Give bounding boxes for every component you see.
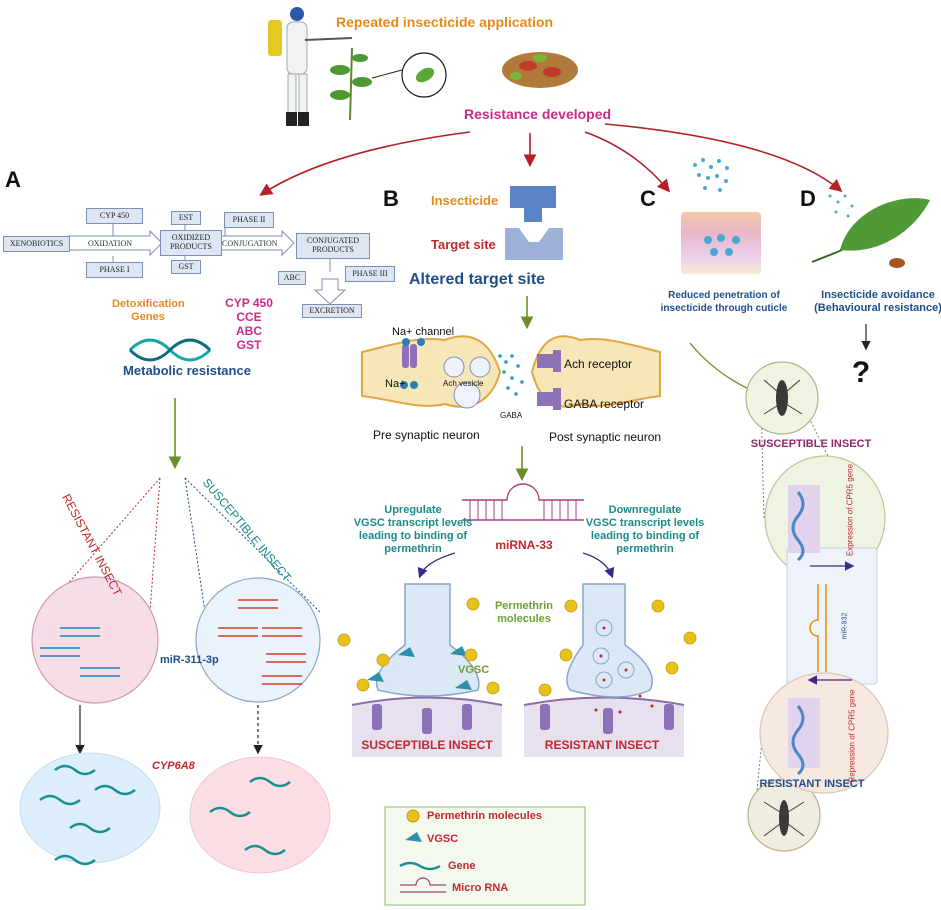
post-synaptic-label: Post synaptic neuron <box>549 430 662 444</box>
downregulate-line-2: VGSC transcript levels <box>585 516 705 529</box>
box-phase3: PHASE III <box>345 266 395 282</box>
upregulate-line-3: leading to binding of <box>358 529 468 542</box>
cuticle-caption-line-1: Reduced penetration of <box>668 290 780 301</box>
resistant-insect-label-c: RESISTANT INSECT <box>759 778 865 790</box>
panel-label-c: C <box>640 186 656 211</box>
box-xenobiotics: XENOBIOTICS <box>3 236 70 252</box>
box-conjugated-products: CONJUGATED PRODUCTS <box>296 233 370 259</box>
insecticide-label: Insecticide <box>431 193 499 208</box>
gene-cyp450: CYP 450 <box>225 296 273 310</box>
susceptible-insect-label-b: SUSCEPTIBLE INSECT <box>361 738 493 752</box>
gene-abc: ABC <box>236 324 262 338</box>
na-channel-label: Na+ channel <box>392 326 455 338</box>
downregulate-text: Downregulate VGSC transcript levels lead… <box>586 504 705 556</box>
legend-permethrin: Permethrin molecules <box>427 810 542 822</box>
upregulate-text: Upregulate VGSC transcript levels leadin… <box>354 504 473 556</box>
cyp6a8-low-blob <box>189 756 331 874</box>
ach-vesicle-label: Ach vesicle <box>443 379 484 388</box>
legend-vgsc: VGSC <box>427 833 459 845</box>
box-oxidized-products: OXIDIZED PRODUCTS <box>160 230 222 256</box>
upregulate-line-1: Upregulate <box>384 504 442 516</box>
question-mark: ? <box>851 356 871 389</box>
mir-311-label: miR-311-3p <box>160 654 219 666</box>
repression-cpr5-label: Repression of CPR5 gene <box>847 689 857 783</box>
expression-cpr5-label: Expression of CPR5 gene <box>845 463 855 557</box>
pre-synaptic-label: Pre synaptic neuron <box>373 428 480 442</box>
cuticle-caption: Reduced penetration of insecticide throu… <box>661 290 788 315</box>
resistance-developed-label: Resistance developed <box>464 106 612 122</box>
legend-gene: Gene <box>448 860 476 872</box>
panel-label-d: D <box>800 186 816 211</box>
avoidance-caption-line-1: Insecticide avoidance <box>821 289 935 301</box>
gaba-receptor-label: GABA receptor <box>564 397 645 411</box>
target-site-label: Target site <box>431 237 496 252</box>
synapse-illustration <box>361 335 661 410</box>
altered-target-site-title: Altered target site <box>409 271 546 288</box>
upregulate-line-2: VGSC transcript levels <box>353 516 473 529</box>
permethrin-label: Permethrin molecules <box>494 600 554 626</box>
na-label: Na+ <box>385 378 406 390</box>
box-phase1: PHASE I <box>86 262 143 278</box>
legend-icons <box>399 809 446 893</box>
box-phase2: PHASE II <box>224 212 274 228</box>
resistance-arrows <box>259 123 843 196</box>
cuticle-caption-line-2: insecticide through cuticle <box>660 302 788 314</box>
cyp6a8-label: CYP6A8 <box>152 760 195 772</box>
mirna-33-icon <box>462 483 584 521</box>
downregulate-line-3: leading to binding of <box>590 529 700 542</box>
legend-microrna: Micro RNA <box>452 882 509 894</box>
farmer-sprayer-icon <box>268 7 353 126</box>
legend-box <box>384 806 586 906</box>
resistant-insect-circle-a <box>31 576 159 704</box>
panel-label-a: A <box>5 167 21 192</box>
infested-leaf-icon <box>502 52 578 88</box>
vgsc-label: VGSC <box>458 664 490 676</box>
plant-icon <box>330 47 372 121</box>
arrow-downregulate <box>582 552 615 579</box>
susceptible-terminal <box>351 583 503 757</box>
detox-genes-label: Detoxification Genes <box>112 298 185 323</box>
resistant-insect-label-b: RESISTANT INSECT <box>544 738 660 752</box>
susceptible-insect-label-c: SUSCEPTIBLE INSECT <box>750 438 872 450</box>
mirna-33-label: miRNA-33 <box>495 538 553 552</box>
avoidance-caption-line-2: (Behavioural resistance) <box>814 302 941 315</box>
label-conjugation: CONJUGATION <box>222 239 278 248</box>
box-est: EST <box>171 211 201 225</box>
gaba-label: GABA <box>500 411 523 420</box>
upregulate-line-4: permethrin <box>384 542 442 555</box>
resistant-terminal <box>523 583 685 757</box>
cuticle-illustration <box>681 158 761 274</box>
box-gst: GST <box>171 260 201 274</box>
ach-receptor-label: Ach receptor <box>564 357 633 371</box>
title-repeated-application: Repeated insecticide application <box>336 14 554 30</box>
box-abc: ABC <box>278 271 306 285</box>
arrow-upregulate <box>417 552 456 579</box>
cyp6a8-high-blob <box>19 752 161 866</box>
metabolic-resistance-title: Metabolic resistance <box>123 363 251 378</box>
panel-label-b: B <box>383 186 399 211</box>
cuticle-detail-column <box>745 361 889 852</box>
box-excretion: EXCRETION <box>302 304 362 318</box>
box-cyp450: CYP 450 <box>86 208 143 224</box>
metabolic-flow-arrows <box>67 229 347 305</box>
avoidance-leaf-icon <box>811 194 930 268</box>
permethrin-molecules <box>337 597 697 697</box>
downregulate-line-1: Downregulate <box>608 504 682 516</box>
gene-cce: CCE <box>236 310 262 324</box>
dna-icon <box>128 338 212 362</box>
leaf-zoom-icon <box>371 52 447 98</box>
label-oxidation: OXIDATION <box>88 239 132 248</box>
downregulate-line-4: permethrin <box>616 542 674 555</box>
insecticide-target-icon <box>505 186 563 260</box>
gene-gst: GST <box>236 338 262 352</box>
avoidance-caption: Insecticide avoidance (Behavioural resis… <box>814 289 941 315</box>
susceptible-insect-circle-a <box>195 577 321 703</box>
mir-932-label: miR-932 <box>841 612 849 640</box>
